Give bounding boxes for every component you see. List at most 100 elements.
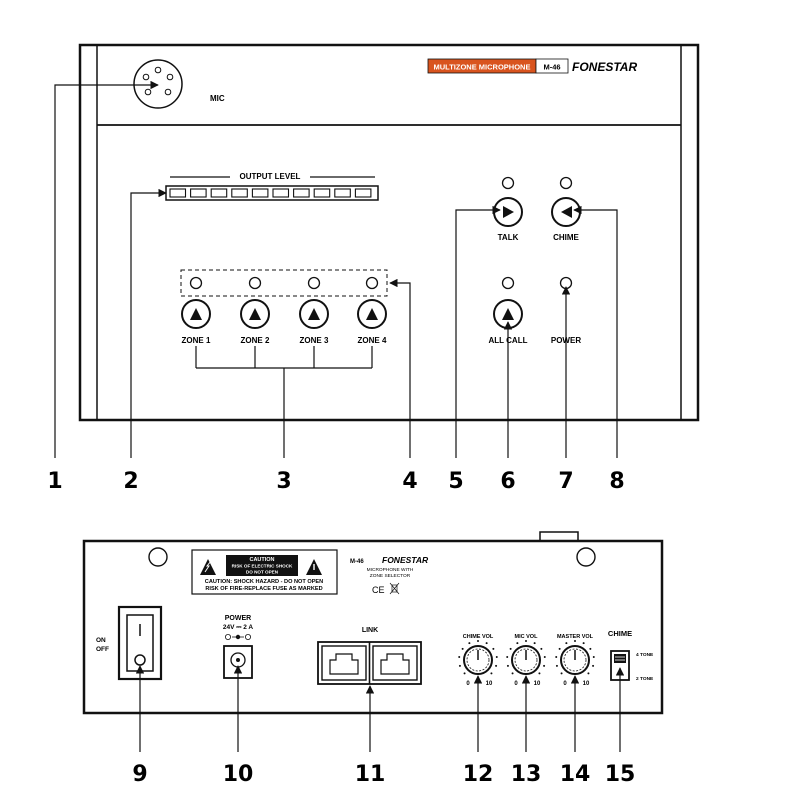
callout-1: 1 bbox=[47, 469, 62, 494]
link-port-2[interactable] bbox=[372, 645, 418, 681]
zone-led bbox=[307, 276, 321, 290]
knob-min-label: 0 bbox=[466, 681, 470, 687]
mic-connector[interactable] bbox=[133, 59, 183, 109]
rear-leader-lines bbox=[135, 665, 625, 752]
callout-12: 12 bbox=[463, 762, 494, 787]
callout-5: 5 bbox=[448, 469, 463, 494]
all-call-led bbox=[501, 276, 515, 290]
callout-14: 14 bbox=[560, 762, 591, 787]
callout-8: 8 bbox=[609, 469, 624, 494]
dc-power-label: POWER bbox=[225, 615, 251, 622]
output-level-segment bbox=[190, 188, 207, 198]
chime-button[interactable] bbox=[551, 197, 581, 227]
mic-vol-knob[interactable] bbox=[506, 640, 546, 675]
caution-line3: CAUTION: SHOCK HAZARD - DO NOT OPEN bbox=[205, 579, 323, 585]
leader-1 bbox=[54, 80, 159, 458]
zone-label: ZONE 2 bbox=[241, 336, 270, 345]
master-vol-knob[interactable] bbox=[555, 640, 595, 675]
zone-button[interactable] bbox=[240, 299, 270, 329]
chime-tone-switch[interactable] bbox=[610, 650, 630, 681]
dc-power-spec: 24V ⎓ 2 A bbox=[223, 624, 254, 631]
rear-brand-logo: FONESTAR bbox=[382, 555, 429, 565]
four-tone-label: 4 TONE bbox=[636, 652, 654, 658]
output-level-segments bbox=[169, 188, 372, 198]
zone-led bbox=[365, 276, 379, 290]
link-port-1[interactable] bbox=[321, 645, 367, 681]
talk-label: TALK bbox=[498, 233, 519, 242]
link-label: LINK bbox=[362, 627, 378, 634]
leader-8 bbox=[573, 205, 618, 458]
output-level-segment bbox=[354, 188, 372, 198]
front-panel: MIC MULTIZONE MICROPHONE M-46 FONESTAR O… bbox=[78, 43, 700, 458]
rear-callouts: 9 10 11 12 13 14 15 bbox=[132, 762, 635, 787]
callout-4: 4 bbox=[402, 469, 417, 494]
chime-switch-label: CHIME bbox=[608, 629, 632, 638]
chime-vol-label: CHIME VOL bbox=[463, 634, 494, 640]
chime-vol-knob[interactable] bbox=[458, 640, 498, 675]
brand-logo: FONESTAR bbox=[572, 60, 637, 74]
on-label: ON bbox=[96, 637, 106, 644]
power-rocker-switch[interactable] bbox=[117, 605, 163, 681]
zone-led bbox=[189, 276, 203, 290]
front-leader-lines bbox=[54, 80, 618, 458]
ce-mark: CE bbox=[372, 585, 385, 595]
callout-13: 13 bbox=[511, 762, 542, 787]
zone-led-frame bbox=[180, 269, 388, 297]
model-box bbox=[535, 58, 569, 74]
callout-2: 2 bbox=[123, 469, 138, 494]
callout-3: 3 bbox=[276, 469, 291, 494]
output-level-segment bbox=[251, 188, 269, 198]
chime-led bbox=[559, 176, 573, 190]
zone-led bbox=[248, 276, 262, 290]
caution-line1: RISK OF ELECTRIC SHOCK bbox=[232, 564, 293, 569]
screw-left bbox=[148, 547, 168, 567]
rear-desc-line1: MICROPHONE WITH bbox=[367, 567, 414, 573]
callout-11: 11 bbox=[355, 762, 386, 787]
rear-panel: CAUTION RISK OF ELECTRIC SHOCK DO NOT OP… bbox=[82, 531, 664, 715]
knob-max-label: 10 bbox=[583, 681, 590, 687]
rear-model: M-46 bbox=[350, 559, 364, 565]
zone-label: ZONE 4 bbox=[358, 336, 387, 345]
output-level-segment bbox=[169, 188, 187, 198]
leader-4 bbox=[389, 278, 411, 458]
talk-led bbox=[501, 176, 515, 190]
zone-bracket bbox=[195, 346, 373, 458]
knob-max-label: 10 bbox=[486, 681, 493, 687]
callout-9: 9 bbox=[132, 762, 147, 787]
talk-button[interactable] bbox=[493, 197, 523, 227]
zone-label: ZONE 1 bbox=[182, 336, 211, 345]
leader-2 bbox=[130, 188, 167, 458]
caution-line2: DO NOT OPEN bbox=[246, 570, 279, 575]
leader-5 bbox=[455, 205, 501, 458]
callout-6: 6 bbox=[500, 469, 515, 494]
zone-button[interactable] bbox=[357, 299, 387, 329]
zone-button[interactable] bbox=[299, 299, 329, 329]
front-panel-outline bbox=[78, 43, 700, 422]
callout-10: 10 bbox=[223, 762, 254, 787]
caution-label: CAUTION RISK OF ELECTRIC SHOCK DO NOT OP… bbox=[191, 549, 338, 595]
front-callouts: 1 2 3 4 5 6 7 8 bbox=[47, 469, 624, 494]
callout-15: 15 bbox=[605, 762, 636, 787]
model-label: M-46 bbox=[543, 63, 560, 72]
output-level-segment bbox=[231, 188, 248, 198]
caution-title: CAUTION bbox=[249, 557, 274, 563]
knob-min-label: 0 bbox=[563, 681, 567, 687]
chime-label: CHIME bbox=[553, 233, 579, 242]
weee-bin-icon bbox=[389, 582, 400, 595]
zone-button[interactable] bbox=[181, 299, 211, 329]
output-level-segment bbox=[210, 188, 228, 198]
screw-right bbox=[576, 547, 596, 567]
output-level-segment bbox=[313, 188, 331, 198]
brand-badge-text: MULTIZONE MICROPHONE bbox=[434, 63, 531, 72]
polarity-icon bbox=[224, 634, 251, 641]
mic-vol-label: MIC VOL bbox=[515, 634, 539, 640]
zone-label: ZONE 3 bbox=[300, 336, 329, 345]
mic-label: MIC bbox=[210, 94, 225, 103]
knob-max-label: 10 bbox=[534, 681, 541, 687]
two-tone-label: 2 TONE bbox=[636, 676, 654, 682]
power-led bbox=[559, 276, 573, 290]
master-vol-label: MASTER VOL bbox=[557, 634, 594, 640]
output-level-segment bbox=[334, 188, 351, 198]
